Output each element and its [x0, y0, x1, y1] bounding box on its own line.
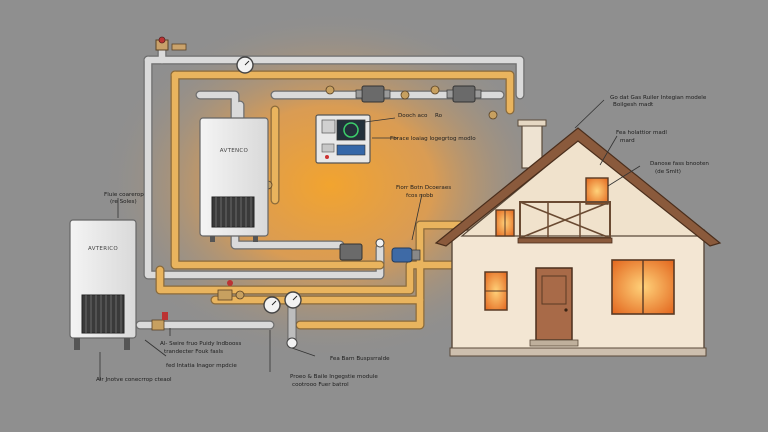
control-panel[interactable] [315, 114, 371, 164]
window-left-ground [484, 271, 508, 311]
outdoor-unit-brand: AVTERICO [88, 246, 118, 252]
roof [434, 127, 722, 247]
valve-bottom-left[interactable] [151, 312, 168, 331]
label-bottom-center-2: cootrooo Fuer batrol [292, 382, 349, 388]
house [434, 119, 722, 357]
label-gas-boiler-module: Go dat Gas Ruiler Integian modele [610, 95, 707, 101]
pump-blue[interactable] [391, 247, 421, 263]
label-bottom-left-3: fed Intatia Inagor mpdcie [166, 363, 237, 369]
label-left-2: (re Soles) [110, 199, 137, 205]
valve-cluster-lower[interactable] [217, 280, 245, 301]
label-left-1: Fluie coarerop [104, 192, 144, 198]
valves [151, 36, 498, 349]
outdoor-heat-pump-unit[interactable]: AVTERICO [69, 219, 137, 350]
label-roof-1: Fea holattior madl [616, 130, 667, 136]
label-wall-1: Danose fass bnooten [650, 161, 709, 167]
label-mid-2: fcos nobb [406, 193, 434, 199]
label-bottom-left-2: trandecter Fouk fasls [164, 349, 223, 355]
indoor-unit-brand: AVTENCO [220, 148, 249, 154]
annotation-labels: Go dat Gas Ruiler Integian modele Boilge… [96, 95, 709, 388]
label-bottom-left-1: Al- Swire fruo Puidy Indbooss [160, 341, 241, 347]
label-bottom-mid: Fea Barn Buspsrralde [330, 356, 390, 362]
leader-lines [99, 99, 641, 380]
label-controller-top: Dooch aco [398, 113, 428, 119]
label-controller-side: Fbrace loaiag logegrtog modlo [390, 136, 476, 142]
label-wall-2: (de Smlt) [655, 169, 681, 175]
pump-top-2[interactable] [446, 85, 482, 103]
gauge-pair[interactable] [263, 291, 302, 349]
label-bottom-left-4: Air Jnotve conecrrop cteaol [96, 377, 172, 383]
label-boiler-mode: Boilgesh madt [613, 102, 654, 108]
window-upper-left [495, 209, 515, 237]
front-door [529, 267, 579, 347]
gauge-top[interactable] [236, 56, 254, 74]
pump-mid[interactable] [339, 238, 385, 261]
indoor-heat-pump-unit[interactable]: AVTENCO [199, 117, 269, 242]
label-valve-ro: Ro [435, 113, 443, 119]
valve-top-left[interactable] [155, 36, 187, 51]
window-upper-right [585, 177, 609, 205]
pump-top-1[interactable] [355, 85, 391, 103]
window-right-ground [611, 259, 675, 315]
label-bottom-center-1: Proeo & Baile Ingegstie module [290, 374, 378, 380]
label-roof-2: mard [620, 138, 635, 144]
label-mid-1: Fiorr Botn Dcoeraes [396, 185, 451, 191]
balcony [517, 201, 613, 244]
